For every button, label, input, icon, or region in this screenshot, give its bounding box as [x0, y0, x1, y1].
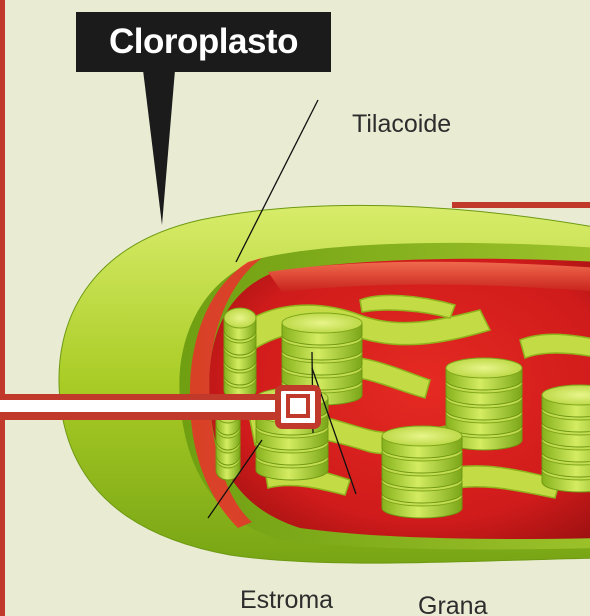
- thylakoid-label: Tilacoide: [352, 110, 451, 139]
- grana-label: Grana: [418, 592, 487, 616]
- page-title: Cloroplasto: [76, 12, 331, 72]
- thylakoid-disc-top: [282, 313, 362, 333]
- title-box: Cloroplasto: [76, 12, 331, 72]
- granum-stack: [224, 308, 256, 400]
- thylakoid-disc-top: [446, 358, 522, 378]
- thylakoid-disc-top: [224, 308, 256, 328]
- granum-stack: [382, 426, 462, 518]
- title-pointer: [143, 70, 175, 225]
- left-border: [0, 0, 5, 616]
- right-accent-line: [452, 202, 590, 208]
- stroma-label: Estroma: [240, 586, 333, 615]
- thylakoid-disc-top: [382, 426, 462, 446]
- granum-stack: [542, 385, 590, 492]
